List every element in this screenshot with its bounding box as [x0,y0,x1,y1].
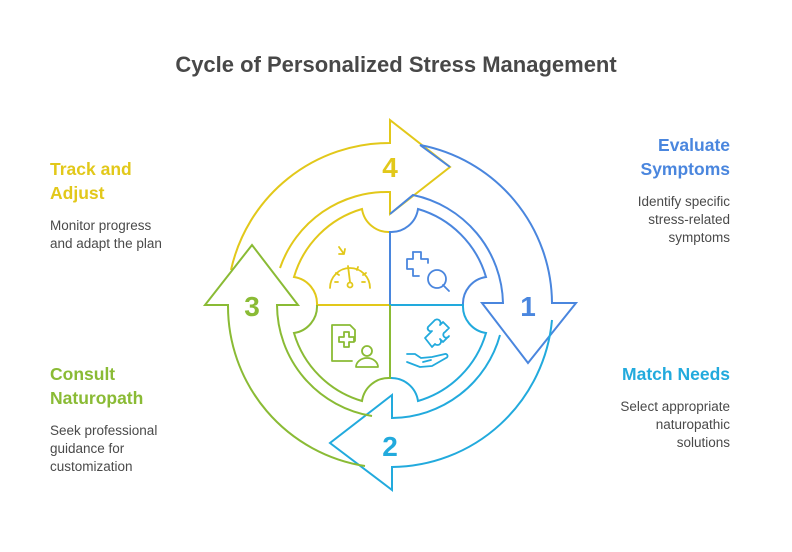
step-title-line: Match Needs [622,364,730,384]
step-title-line: Naturopath [50,388,144,408]
step-title-line: Adjust [50,183,105,203]
step-description-line: Select appropriate [620,399,730,414]
arrow-segment-consult [202,243,373,467]
quadrant-consult [292,304,391,403]
step-description: Seek professional guidance for customiza… [50,422,230,476]
step-description: Select appropriate naturopathic solution… [550,398,730,452]
step-title: Match Needs [550,362,730,386]
step-description-line: stress-related [648,212,730,227]
arrow-segment-track [230,117,452,271]
step-match-needs: Match Needs Select appropriate naturopat… [550,362,730,452]
step-description: Monitor progress and adapt the plan [50,217,230,253]
quadrant-evaluate [389,207,488,306]
gauge-icon [329,246,371,289]
step-title-line: Evaluate [658,135,730,155]
step-description-line: Seek professional [50,423,158,438]
step-title-line: Symptoms [640,159,730,179]
step-description-line: Monitor progress [50,218,152,233]
quadrant-track [292,207,391,306]
step-description-line: symptoms [668,230,730,245]
step-description-line: naturopathic [655,417,730,432]
step-description-line: and adapt the plan [50,236,162,251]
arrow-segment-evaluate [389,144,579,365]
arrow-segment-match [328,319,553,493]
step-title-line: Consult [50,364,116,384]
step-evaluate-symptoms: Evaluate Symptoms Identify specific stre… [550,133,730,247]
step-description-line: customization [50,459,133,474]
step-title-line: Track and [50,159,132,179]
quadrant-match [389,304,488,403]
medical-search-icon [406,251,450,292]
step-title: Evaluate Symptoms [550,133,730,181]
step-description: Identify specific stress-related symptom… [550,193,730,247]
step-number-4: 4 [382,152,398,183]
step-number-1: 1 [520,291,536,322]
hand-puzzle-icon [406,318,450,368]
step-description-line: Identify specific [637,194,730,209]
step-number-3: 3 [244,291,260,322]
medical-record-user-icon [331,324,379,368]
step-consult-naturopath: Consult Naturopath Seek professional gui… [50,362,230,476]
step-title: Consult Naturopath [50,362,230,410]
step-number-2: 2 [382,431,398,462]
step-title: Track and Adjust [50,157,230,205]
page-title: Cycle of Personalized Stress Management [175,52,617,77]
step-description-line: solutions [676,435,730,450]
step-track-and-adjust: Track and Adjust Monitor progress and ad… [50,157,230,253]
step-description-line: guidance for [50,441,125,456]
